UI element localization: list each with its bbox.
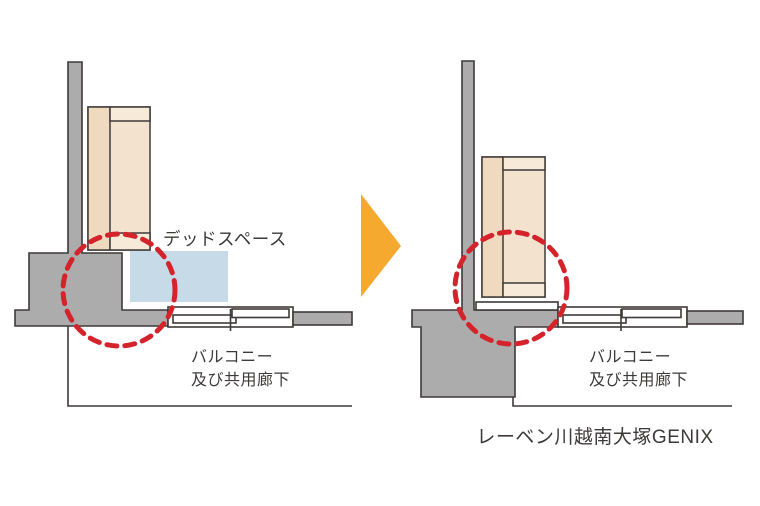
right-highlight-circle: [452, 229, 570, 347]
right-window-wall-stub: [686, 310, 744, 325]
dead-space-area: [130, 251, 228, 302]
left-balcony-label: バルコニー 及び共用廊下: [191, 347, 290, 392]
left-highlight-circle: [60, 231, 178, 349]
right-balcony-label-line1: バルコニー: [589, 349, 672, 366]
transition-arrow-icon: [361, 194, 401, 297]
left-window-panel-right: [231, 308, 290, 319]
right-cabinet-top-strip: [502, 156, 546, 171]
right-balcony-label: バルコニー 及び共用廊下: [589, 347, 688, 392]
right-cabinet-side-panel: [481, 156, 504, 298]
right-window-panel-left: [562, 314, 627, 324]
left-balcony-label-line1: バルコニー: [191, 349, 274, 366]
left-balcony-label-line2: 及び共用廊下: [191, 371, 291, 389]
right-window-sill: [475, 301, 559, 311]
dead-space-label: デッドスペース: [163, 229, 287, 249]
right-wall-shape: [411, 60, 559, 398]
left-plan-outline: [67, 326, 352, 407]
left-window-wall-stub: [292, 311, 353, 326]
left-cabinet-side-panel: [87, 106, 111, 251]
right-cabinet-bottom-strip: [502, 282, 546, 298]
left-cabinet-top-strip: [109, 106, 151, 122]
right-window-panel-right: [621, 308, 682, 319]
right-balcony-label-line2: 及び共用廊下: [589, 371, 689, 389]
project-caption: レーベン川越南大塚GENIX: [476, 427, 714, 448]
left-window-panel-left: [172, 314, 237, 324]
